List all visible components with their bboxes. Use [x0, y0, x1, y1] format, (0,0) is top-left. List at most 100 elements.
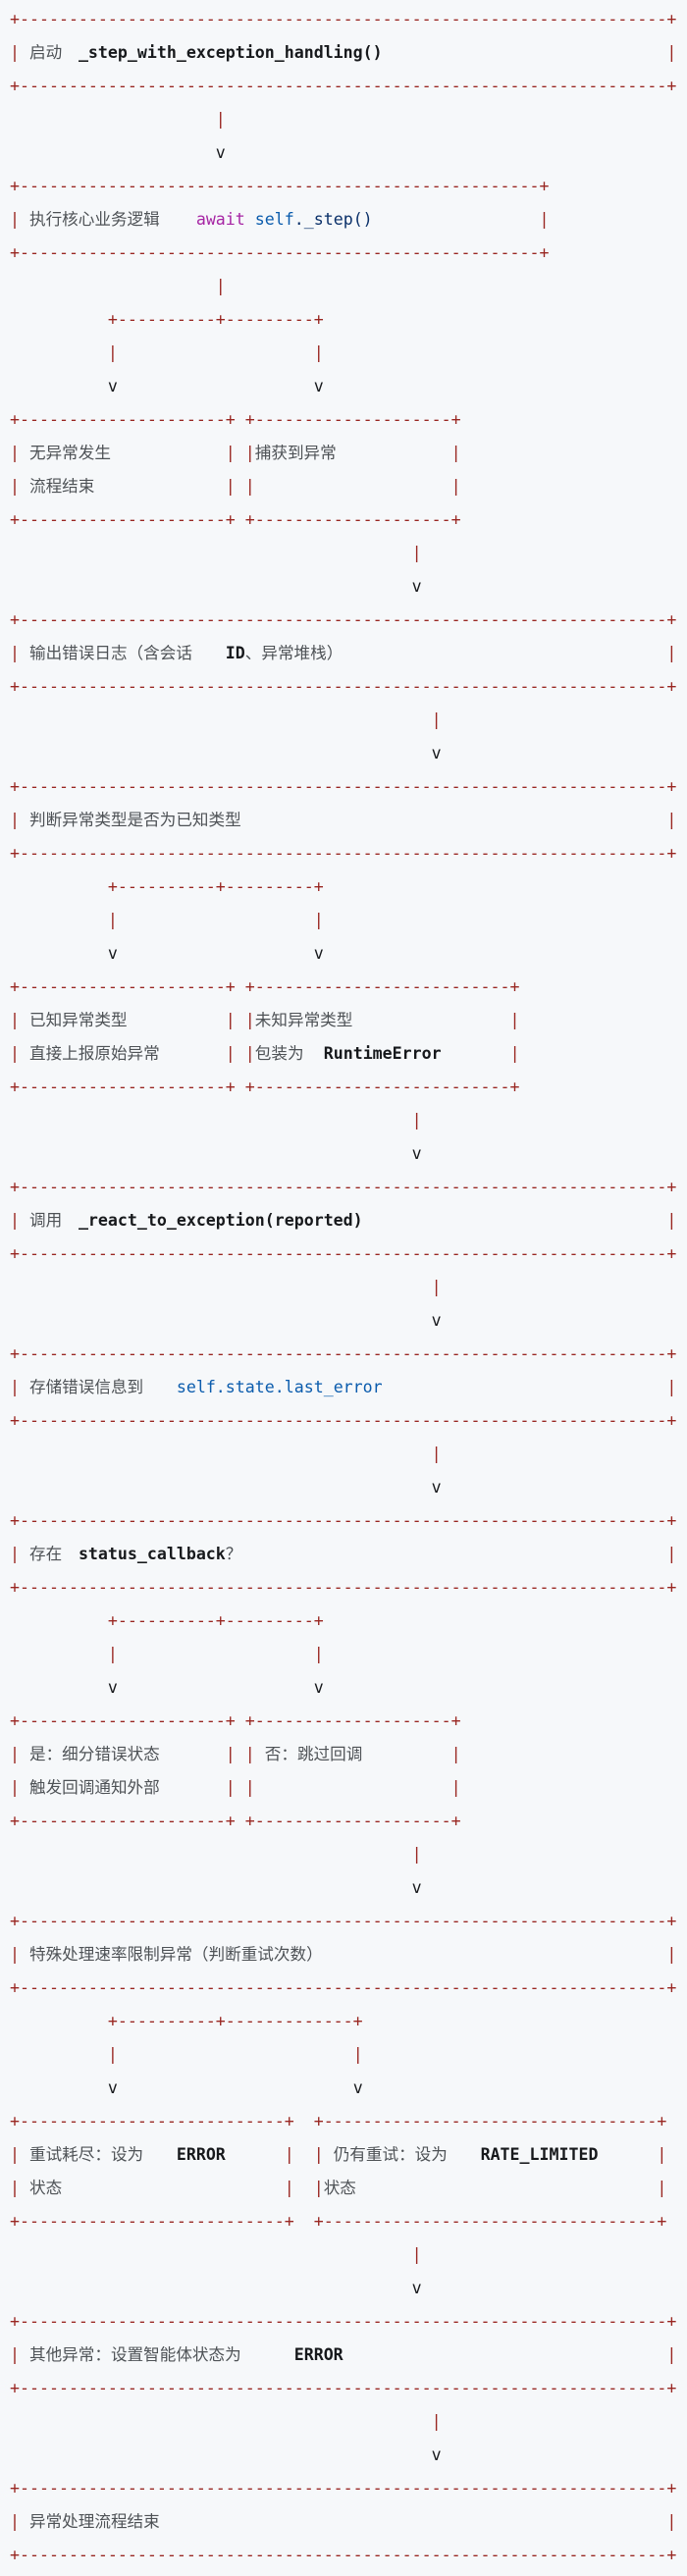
flow-box-border: +---------------------------------------…: [10, 610, 677, 629]
flow-box-border: +---------------------------------------…: [10, 1344, 677, 1363]
flow-line-segment: |: [244, 1778, 255, 1797]
flow-line-segment: |: [225, 1011, 236, 1029]
flow-box-border: +---------------------+: [10, 510, 236, 529]
flow-arrow-head: v: [411, 2279, 422, 2297]
flow-line-segment: |: [244, 1745, 265, 1763]
flow-line-segment: |: [225, 1778, 236, 1797]
flow-line-segment: |: [450, 477, 461, 496]
flow-label: 特殊处理速率限制异常（判断重试次数）: [28, 1945, 323, 1964]
flow-label: 异常处理流程结束: [28, 2512, 160, 2531]
flow-line-segment: |: [107, 2045, 118, 2064]
flow-line-segment: |: [10, 811, 29, 829]
flow-line-segment: |: [666, 1545, 677, 1563]
flow-line-segment: +----------+---------+: [107, 1611, 324, 1630]
flow-label: 包装为: [254, 1044, 304, 1063]
flow-line-segment: |: [666, 811, 677, 829]
flow-identifier-token: self: [254, 210, 294, 229]
flow-line-segment: |: [10, 644, 29, 662]
flow-line-segment: |: [107, 1645, 118, 1663]
flow-box-border: +--------------------------+: [244, 977, 520, 996]
flow-box-border: +---------------------------------------…: [10, 2546, 677, 2564]
flow-box-border: +---------------------------------------…: [10, 677, 677, 696]
flow-line-segment: |: [244, 1011, 255, 1029]
flow-code-token: _step_with_exception_handling(): [78, 43, 383, 62]
flow-line-segment: |: [352, 2045, 363, 2064]
flow-line-segment: |: [431, 1278, 442, 1296]
flow-label: 是：细分错误状态: [28, 1745, 160, 1763]
flow-arrow-head: v: [313, 944, 324, 963]
flow-line-segment: |: [215, 277, 226, 295]
flow-line-segment: |: [284, 2179, 294, 2197]
flow-box-border: +--------------------+: [244, 410, 461, 429]
flow-code-token: ERROR: [176, 2145, 226, 2164]
flow-line-segment: |: [10, 1945, 29, 1964]
flow-box-border: +---------------------------------------…: [10, 1244, 677, 1263]
flow-arrow-head: v: [313, 377, 324, 395]
flow-box-border: +---------------------------------------…: [10, 10, 677, 28]
flow-box-border: +--------------------+: [244, 510, 461, 529]
flow-label: 存在: [28, 1545, 63, 1563]
flow-line-segment: |: [450, 444, 461, 462]
flow-arrow-head: v: [215, 143, 226, 162]
flow-line-segment: |: [225, 444, 236, 462]
flow-box-border: +--------------------+: [244, 1812, 461, 1830]
flow-line-segment: |: [313, 1645, 324, 1663]
flow-line-segment: |: [313, 343, 324, 362]
flow-line-segment: |: [10, 2512, 29, 2531]
flow-label: ？: [225, 1545, 242, 1563]
flow-box-border: +---------------------------------------…: [10, 2379, 677, 2397]
flow-line-segment: |: [657, 2179, 667, 2197]
flow-line-segment: |: [666, 2512, 677, 2531]
flow-line-segment: |: [450, 1778, 461, 1797]
flow-line-segment: |: [431, 710, 442, 729]
flow-line-segment: +----------+-------------+: [107, 2012, 363, 2030]
flow-box-border: +---------------------------------------…: [10, 177, 550, 195]
flow-code-token: RuntimeError: [323, 1044, 442, 1063]
flow-line-segment: |: [666, 1945, 677, 1964]
flow-label: 调用: [28, 1211, 63, 1230]
flow-box-border: +---------------------------------------…: [10, 1978, 677, 1997]
flow-label: 启动: [28, 43, 63, 62]
flow-line-segment: |: [313, 911, 324, 929]
flow-line-segment: |: [225, 1044, 236, 1063]
flow-box-border: +--------------------------+: [244, 1078, 520, 1096]
flow-line-segment: |: [10, 444, 29, 462]
flow-line-segment: |: [284, 2145, 294, 2164]
flow-label: 已知异常类型: [28, 1011, 128, 1029]
flow-arrow-head: v: [411, 577, 422, 596]
flow-line-segment: |: [411, 544, 422, 562]
flow-box-border: +---------------------------------------…: [10, 1411, 677, 1430]
flow-line-segment: |: [509, 1011, 520, 1029]
flow-line-segment: |: [10, 2145, 29, 2164]
flow-box-border: +---------------------+: [10, 1812, 236, 1830]
flow-line-segment: |: [10, 43, 29, 62]
flow-line-segment: |: [107, 343, 118, 362]
flow-line-segment: |: [225, 477, 236, 496]
flow-box-border: +---------------------+: [10, 977, 236, 996]
flow-line-segment: |: [244, 1044, 255, 1063]
flow-box-border: +---------------------+: [10, 410, 236, 429]
flow-line-segment: |: [10, 1778, 29, 1797]
flow-line-segment: |: [10, 1011, 29, 1029]
flow-label: 判断异常类型是否为已知类型: [28, 811, 241, 829]
flow-arrow-head: v: [411, 1878, 422, 1897]
flow-line-segment: |: [666, 2345, 677, 2364]
flow-box-border: +---------------------------+: [10, 2112, 294, 2130]
flow-line-segment: +----------+---------+: [107, 310, 324, 329]
flow-box-border: +--------------------+: [244, 1711, 461, 1730]
flow-line-segment: |: [10, 1745, 29, 1763]
flow-label: 流程结束: [28, 477, 95, 496]
flow-box-border: +---------------------------------------…: [10, 1178, 677, 1196]
flow-line-segment: |: [411, 2245, 422, 2264]
flow-arrow-head: v: [431, 744, 442, 762]
flow-arrow-head: v: [107, 2078, 118, 2097]
flow-label: 直接上报原始异常: [28, 1044, 160, 1063]
flow-label: 状态: [323, 2179, 356, 2197]
flow-line-segment: |: [225, 1745, 236, 1763]
flow-line-segment: |: [431, 2412, 442, 2431]
flow-line-segment: |: [666, 1378, 677, 1396]
flow-line-segment: |: [10, 2179, 29, 2197]
flow-label: 执行核心业务逻辑: [28, 210, 160, 229]
flow-line-segment: |: [666, 644, 677, 662]
